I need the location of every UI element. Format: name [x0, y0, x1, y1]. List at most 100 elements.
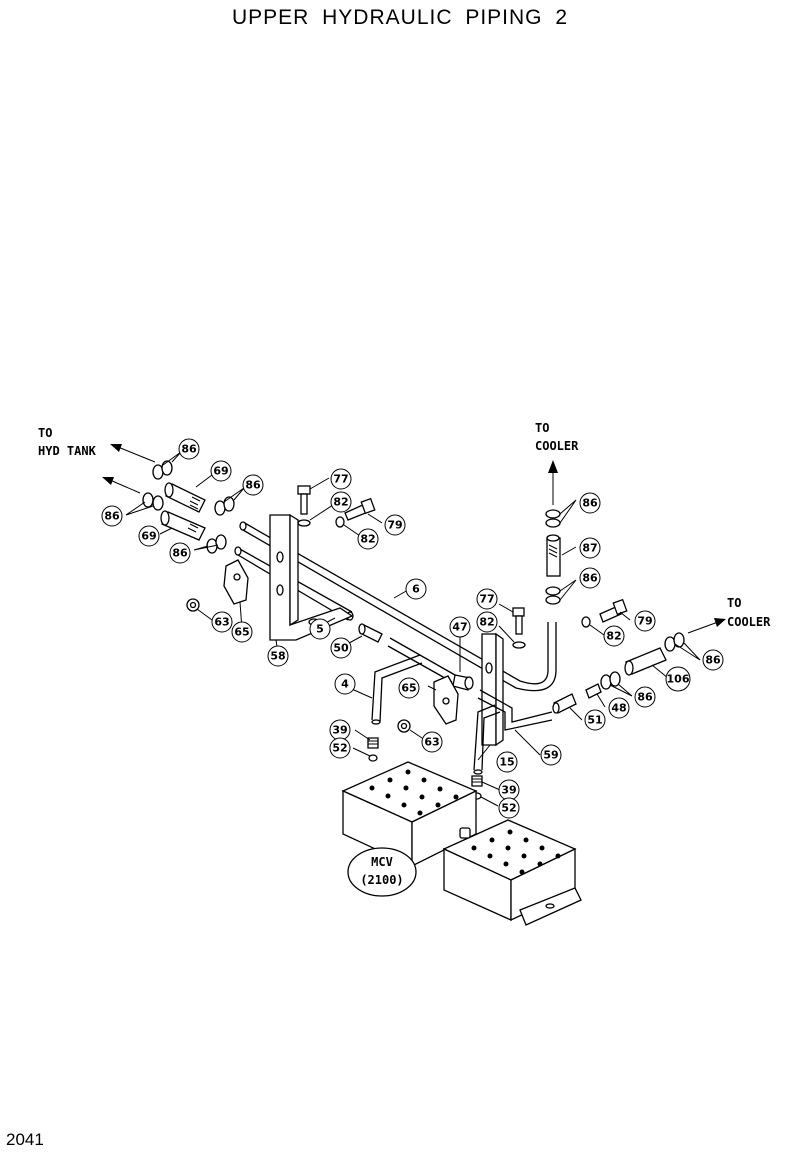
callout-58: 58	[267, 645, 289, 667]
pipe-6	[239, 521, 557, 692]
callout-52-left: 52	[329, 737, 351, 759]
washer-82-right-b	[581, 616, 591, 628]
callout-86-c: 86	[101, 505, 123, 527]
callout-47: 47	[449, 616, 471, 638]
clamp-65-left	[223, 559, 249, 605]
callout-86-right-b: 86	[634, 686, 656, 708]
callout-86-a: 86	[178, 438, 200, 460]
hyd-tank-label: HYD TANK	[38, 444, 97, 458]
callout-86-b: 86	[242, 474, 264, 496]
svg-text:52: 52	[501, 802, 516, 815]
svg-text:50: 50	[333, 642, 349, 655]
pipe-15	[473, 704, 501, 775]
washer-82-top	[335, 516, 345, 528]
o-rings-86-right-upper	[664, 632, 685, 652]
callout-52-right: 52	[498, 797, 520, 819]
svg-text:86: 86	[637, 691, 653, 704]
callout-106: 106	[665, 666, 691, 692]
cooler-top-label: COOLER	[535, 439, 579, 453]
arrow-to-hyd-tank-lower	[102, 477, 141, 494]
svg-text:106: 106	[667, 673, 690, 686]
svg-text:63: 63	[424, 736, 439, 749]
callout-15: 15	[496, 751, 518, 773]
callout-69-b: 69	[138, 525, 160, 547]
mcv-label-oval: MCV (2100)	[347, 847, 417, 897]
callout-51: 51	[584, 709, 606, 731]
svg-text:86: 86	[172, 547, 188, 560]
arrow-to-cooler-right	[687, 618, 726, 634]
callout-87: 87	[579, 537, 601, 559]
svg-text:82: 82	[479, 616, 494, 629]
callout-79-right: 79	[634, 610, 656, 632]
svg-text:58: 58	[270, 650, 285, 663]
leader-lines	[125, 451, 701, 807]
pipe-59	[477, 689, 553, 731]
bolt-77-top	[297, 485, 311, 527]
svg-text:48: 48	[611, 702, 626, 715]
sleeve-50	[358, 623, 383, 643]
svg-text:82: 82	[333, 496, 348, 509]
svg-text:86: 86	[104, 510, 120, 523]
svg-text:79: 79	[387, 519, 402, 532]
cooler-right-label: COOLER	[727, 615, 771, 629]
mcv-label: MCV	[371, 855, 393, 869]
callout-63-left: 63	[211, 611, 233, 633]
bolt-79-top	[344, 497, 376, 521]
mcv-block-right	[442, 819, 582, 926]
svg-text:79: 79	[637, 615, 652, 628]
callout-65-left: 65	[231, 621, 253, 643]
pipe-4	[371, 637, 456, 725]
hyd-tank-label-to: TO	[38, 426, 52, 440]
fitting-47	[452, 674, 474, 691]
o-rings-86-right-lower	[600, 671, 621, 690]
callout-50: 50	[330, 637, 352, 659]
svg-text:65: 65	[234, 626, 249, 639]
callout-82-top-b: 82	[357, 528, 379, 550]
svg-text:82: 82	[360, 533, 375, 546]
svg-text:69: 69	[141, 530, 156, 543]
page-title: UPPER HYDRAULIC PIPING 2	[231, 6, 569, 29]
o-rings-86-lower-mid	[206, 534, 227, 554]
o-rings-86-top-lower	[545, 586, 561, 605]
svg-text:59: 59	[543, 749, 558, 762]
callout-4: 4	[334, 673, 356, 695]
cooler-top-label-to: TO	[535, 421, 549, 435]
svg-text:65: 65	[401, 682, 416, 695]
clamp-65-mid	[433, 675, 459, 725]
callout-82-right-a: 82	[476, 611, 498, 633]
svg-text:5: 5	[316, 623, 324, 636]
bolt-77-right	[512, 607, 525, 635]
callout-82-top-a: 82	[330, 491, 352, 513]
callout-86-top-b: 86	[579, 567, 601, 589]
o-ring-52-left	[368, 754, 378, 762]
svg-text:86: 86	[245, 479, 261, 492]
callout-39-right: 39	[498, 779, 520, 801]
svg-text:6: 6	[412, 583, 420, 596]
o-rings-86-top-upper	[545, 509, 561, 528]
callout-82-right-b: 82	[603, 625, 625, 647]
svg-text:82: 82	[606, 630, 621, 643]
arrow-to-cooler-top	[548, 460, 558, 505]
callout-86-d: 86	[169, 542, 191, 564]
callout-48: 48	[608, 697, 630, 719]
callout-79-top: 79	[384, 514, 406, 536]
svg-text:69: 69	[213, 465, 228, 478]
callout-65-mid: 65	[398, 677, 420, 699]
svg-text:86: 86	[582, 497, 598, 510]
svg-text:47: 47	[452, 621, 467, 634]
arrow-to-hyd-tank-upper	[110, 444, 156, 463]
svg-text:51: 51	[587, 714, 602, 727]
svg-text:86: 86	[582, 572, 598, 585]
fitting-48	[585, 683, 602, 699]
svg-text:39: 39	[332, 724, 347, 737]
svg-text:87: 87	[582, 542, 597, 555]
mcv-number-label: (2100)	[360, 873, 403, 887]
fitting-51	[552, 693, 577, 714]
callout-6: 6	[405, 578, 427, 600]
svg-text:77: 77	[479, 593, 494, 606]
o-rings-86-upper-mid	[214, 496, 235, 516]
callout-59: 59	[540, 744, 562, 766]
callout-77-right: 77	[476, 588, 498, 610]
bolt-79-right	[599, 598, 628, 623]
